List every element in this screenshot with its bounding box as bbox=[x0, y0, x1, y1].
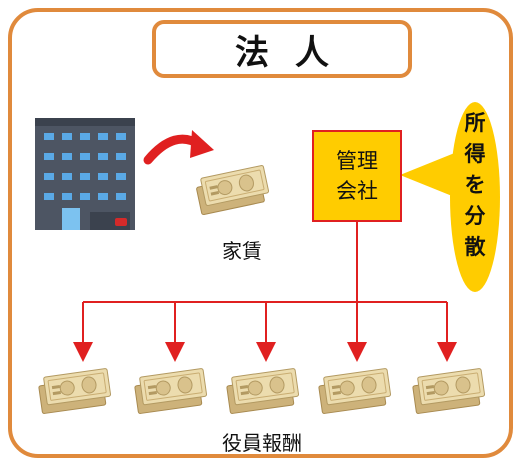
bubble-pointer bbox=[400, 150, 462, 200]
rent-label: 家賃 bbox=[222, 239, 262, 263]
page-title: 法人 bbox=[235, 32, 355, 73]
management-company-label: 管理 会社 bbox=[336, 149, 378, 203]
banknote-icon bbox=[133, 367, 209, 415]
banknote-icon bbox=[225, 367, 301, 415]
income-split-bubble bbox=[450, 102, 500, 292]
banknote-icon bbox=[37, 367, 113, 415]
banknote-icon bbox=[317, 367, 393, 415]
rent-banknote-icon bbox=[194, 164, 272, 216]
income-split-label: 所 得 を 分 散 bbox=[464, 111, 486, 259]
building-icon bbox=[35, 118, 135, 230]
management-company-box: 管理 会社 bbox=[312, 130, 402, 222]
banknote-icon bbox=[411, 367, 487, 415]
down-arrows bbox=[73, 302, 457, 362]
corporation-title-box: 法人 bbox=[152, 20, 412, 78]
executive-pay-label: 役員報酬 bbox=[222, 431, 302, 455]
curved-arrow-icon bbox=[143, 130, 214, 165]
